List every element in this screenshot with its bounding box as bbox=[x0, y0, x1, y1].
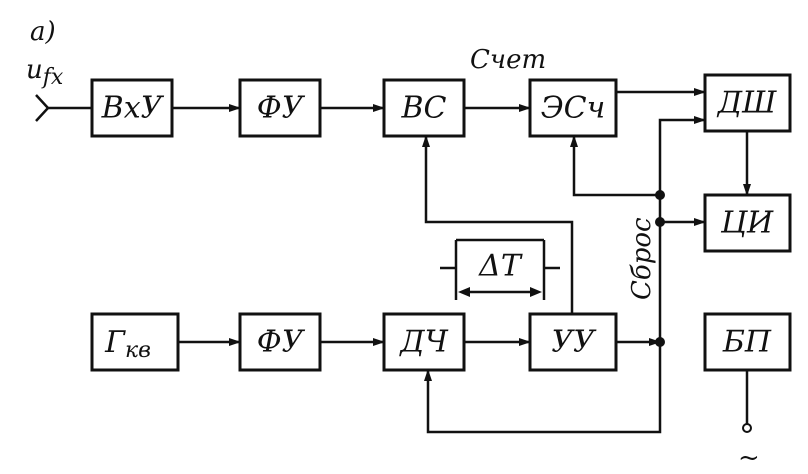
block-fu-bottom-label: ФУ bbox=[257, 325, 306, 360]
block-dsh: ДШ bbox=[703, 73, 792, 133]
block-gkv: Гкв bbox=[90, 312, 180, 372]
block-uu-label: УУ bbox=[551, 325, 597, 360]
block-gkv-sub: кв bbox=[125, 338, 151, 363]
input-terminal bbox=[35, 94, 92, 122]
block-bp-label: БП bbox=[722, 325, 772, 360]
block-vxu-label: ВхУ bbox=[101, 91, 165, 126]
power-symbol: ~ bbox=[738, 443, 760, 473]
block-gkv-main: Г bbox=[104, 325, 126, 360]
block-uu: УУ bbox=[528, 312, 618, 372]
block-esch: ЭСч bbox=[528, 78, 618, 138]
interval-indicator: ΔT bbox=[440, 238, 560, 300]
gate-wire bbox=[422, 135, 574, 314]
top-row-wires bbox=[172, 88, 751, 196]
block-vs-label: ВС bbox=[401, 91, 447, 126]
block-fu-bottom: ФУ bbox=[238, 312, 322, 372]
interval-label: ΔT bbox=[478, 249, 523, 284]
input-label-sub: fx bbox=[41, 65, 64, 90]
input-label-main: u bbox=[26, 55, 43, 85]
block-fu-top-label: ФУ bbox=[257, 91, 306, 126]
block-dch-label: ДЧ bbox=[398, 325, 448, 360]
reset-label: Сброс bbox=[627, 217, 657, 300]
power-terminal: ~ bbox=[738, 370, 760, 473]
block-vxu: ВхУ bbox=[90, 78, 174, 138]
block-dch: ДЧ bbox=[382, 312, 466, 372]
block-fu-top: ФУ bbox=[238, 78, 322, 138]
reset-bus bbox=[424, 116, 706, 434]
input-label: ufx bbox=[26, 55, 64, 90]
count-label: Счет bbox=[470, 45, 546, 75]
block-vs: ВС bbox=[382, 78, 466, 138]
block-gkv-label: Гкв bbox=[104, 325, 151, 363]
block-dsh-label: ДШ bbox=[716, 86, 777, 121]
block-ci-label: ЦИ bbox=[720, 206, 774, 241]
block-ci: ЦИ bbox=[703, 193, 792, 253]
block-bp: БП bbox=[703, 312, 792, 372]
block-esch-label: ЭСч bbox=[541, 91, 606, 126]
figure-label: а) bbox=[30, 17, 56, 47]
